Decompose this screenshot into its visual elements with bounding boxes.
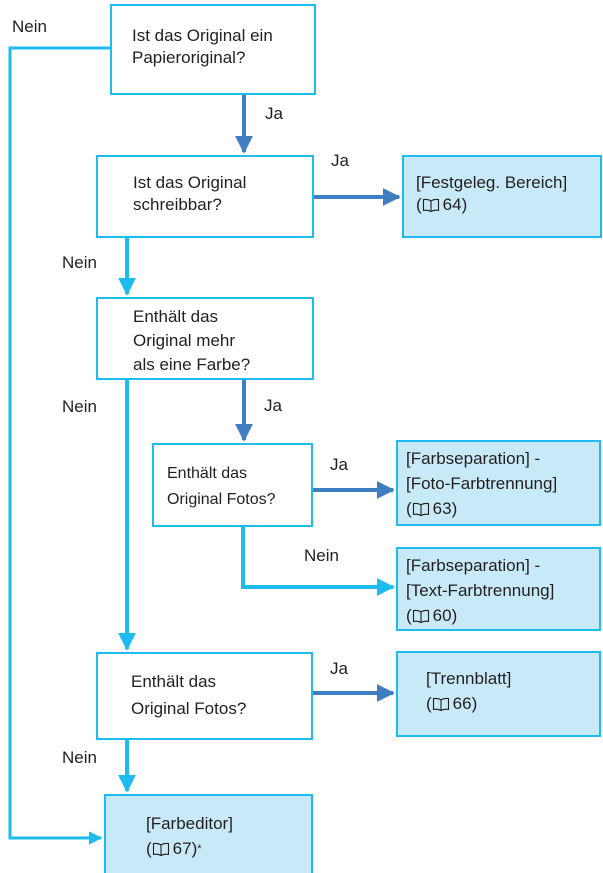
result-photo-color-separation: [Farbseparation] - [Foto-Farbtrennung] (…	[396, 440, 601, 526]
decision-writable: Ist das Original schreibbar?	[96, 155, 314, 238]
edge-label-q3-yes: Ja	[264, 396, 282, 415]
edge-label-q5-no: Nein	[62, 748, 97, 767]
decision-text-line: Papieroriginal?	[132, 48, 246, 67]
edge-label-q1-no: Nein	[12, 17, 47, 36]
decision-photos-outer: Enthält das Original Fotos?	[96, 652, 313, 740]
book-icon	[422, 198, 439, 212]
decision-text-line: als eine Farbe?	[133, 355, 251, 374]
result-subtitle: [Foto-Farbtrennung]	[406, 474, 558, 493]
ref-open: (	[406, 606, 412, 625]
result-title: [Festgeleg. Bereich]	[416, 173, 568, 192]
edge-label-q3-no: Nein	[62, 397, 97, 416]
decision-text-line: Enthält das	[167, 465, 248, 482]
decision-photos-inner: Enthält das Original Fotos?	[152, 443, 313, 527]
result-separator-sheet: [Trennblatt] ( 66)	[396, 651, 601, 737]
decision-text-line: Ist das Original ein	[132, 26, 273, 45]
ref-page: 60)	[432, 606, 458, 625]
result-title: [Trennblatt]	[426, 669, 512, 688]
book-icon	[432, 697, 449, 711]
result-title: [Farbeditor]	[146, 814, 233, 833]
book-icon	[412, 609, 429, 623]
result-color-editor: [Farbeditor] ( 67)*	[104, 794, 313, 873]
ref-page: 67)	[172, 839, 198, 858]
result-text-color-separation: [Farbseparation] - [Text-Farbtrennung] (…	[396, 547, 601, 631]
ref-open: (	[406, 499, 412, 518]
decision-text-line: Enthält das	[133, 307, 219, 326]
ref-open: (	[426, 694, 432, 713]
edge-label-q4-yes: Ja	[330, 455, 348, 474]
edge-label-q1-yes: Ja	[265, 104, 283, 123]
page-reference: ( 63)	[406, 496, 457, 521]
result-fixed-area: [Festgeleg. Bereich] ( 64)	[402, 155, 602, 238]
ref-open: (	[416, 195, 422, 214]
connector-q4-no	[241, 527, 395, 596]
edge-label-q5-yes: Ja	[330, 659, 348, 678]
result-title: [Farbseparation] -	[406, 449, 541, 468]
decision-multiple-colors: Enthält das Original mehr als eine Farbe…	[96, 297, 314, 380]
page-reference: ( 64)	[416, 194, 467, 216]
page-reference: ( 67)*	[146, 836, 202, 861]
page-reference: ( 60)	[406, 603, 457, 628]
connector-q1-no	[8, 46, 110, 845]
book-icon	[412, 502, 429, 516]
ref-page: 63)	[432, 499, 458, 518]
ref-open: (	[146, 839, 152, 858]
ref-page: 66)	[452, 694, 478, 713]
page-reference: ( 66)	[426, 691, 477, 716]
decision-text-line: Original Fotos?	[167, 491, 276, 508]
result-title: [Farbseparation] -	[406, 556, 541, 575]
result-subtitle: [Text-Farbtrennung]	[406, 581, 555, 600]
decision-text-line: Enthält das	[131, 672, 217, 691]
decision-text-line: schreibbar?	[133, 195, 222, 214]
ref-page: 64)	[442, 195, 468, 214]
decision-text-line: Original mehr	[133, 331, 236, 350]
decision-paper-original: Ist das Original ein Papieroriginal?	[110, 4, 316, 95]
decision-text-line: Ist das Original	[133, 173, 247, 192]
edge-label-q2-no: Nein	[62, 253, 97, 272]
edge-label-q4-no: Nein	[304, 546, 339, 565]
edge-label-q2-yes: Ja	[331, 151, 349, 170]
book-icon	[152, 842, 169, 856]
decision-text-line: Original Fotos?	[131, 699, 247, 718]
